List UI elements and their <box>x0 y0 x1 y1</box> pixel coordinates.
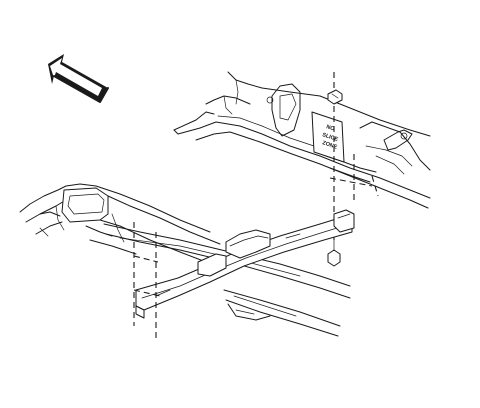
direction-arrow-icon <box>48 54 109 103</box>
lower-bolt-icon <box>327 239 341 267</box>
alignment-lines-lower <box>133 222 161 338</box>
crossmember <box>135 209 355 319</box>
bolt-icon <box>327 89 343 105</box>
no-slice-zone-plate: NO SLICE ZONE <box>311 111 345 163</box>
plate-label-line-3: ZONE <box>321 140 338 151</box>
upper-frame-rail <box>173 71 431 209</box>
plate-label-line-2: SLICE <box>321 132 339 143</box>
frame-tab <box>383 129 413 151</box>
lower-frame-body <box>19 183 351 337</box>
plate-label-line-1: NO <box>325 124 335 132</box>
